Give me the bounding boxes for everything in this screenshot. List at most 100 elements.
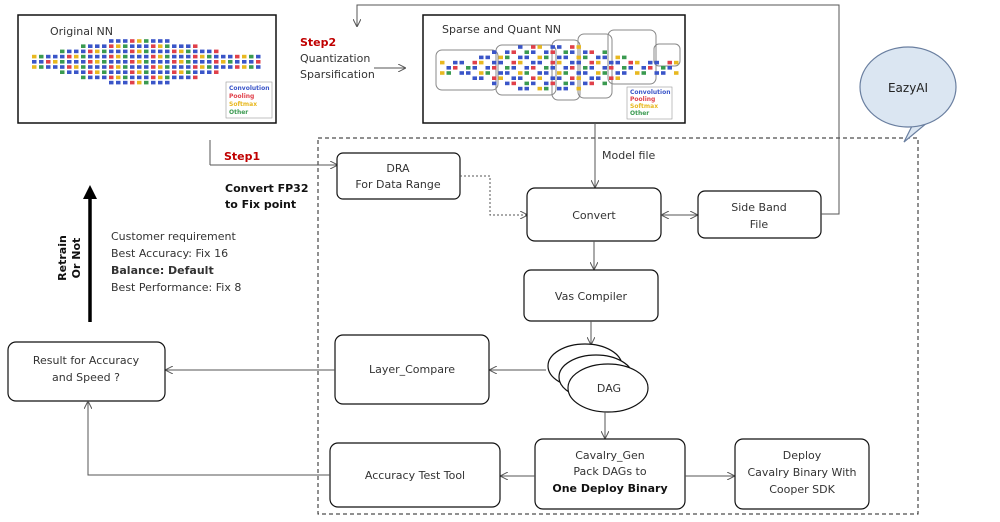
- nn-layer-block: [32, 65, 37, 69]
- nn-layer-block: [602, 71, 607, 75]
- nn-layer-block: [537, 55, 542, 60]
- nn-layer-block: [130, 54, 135, 59]
- convert-label: Convert: [572, 209, 616, 222]
- nn-layer-block: [505, 81, 510, 86]
- nn-layer-block: [81, 44, 86, 48]
- nn-layer-block: [186, 60, 191, 64]
- nn-layer-block: [123, 80, 128, 85]
- nn-layer-block: [524, 50, 529, 54]
- nn-layer-block: [492, 50, 497, 54]
- nn-layer-block: [440, 71, 445, 75]
- nn-layer-block: [137, 70, 142, 74]
- nn-layer-block: [123, 70, 128, 74]
- deploy-line2: Cavalry Binary With: [747, 466, 856, 479]
- nn-layer-block: [511, 60, 516, 65]
- nn-layer-block: [60, 65, 65, 69]
- nn-layer-block: [492, 76, 497, 80]
- nn-layer-block: [511, 76, 516, 80]
- nn-layer-block: [466, 66, 471, 70]
- nn-layer-block: [151, 49, 156, 54]
- nn-layer-block: [214, 65, 219, 69]
- nn-layer-block: [193, 65, 198, 69]
- nn-layer-block: [557, 71, 562, 75]
- nn-layer-block: [60, 54, 65, 59]
- original-nn-graphic: [32, 39, 261, 85]
- nn-layer-block: [32, 54, 37, 59]
- nn-layer-block: [221, 60, 226, 64]
- nn-layer-block: [576, 76, 581, 80]
- nn-layer-block: [74, 54, 79, 59]
- result-line2: and Speed ?: [52, 371, 120, 384]
- step1-label: Step1: [224, 150, 260, 163]
- nn-layer-block: [207, 54, 212, 59]
- nn-layer-block: [453, 60, 458, 65]
- vas-compiler-label: Vas Compiler: [555, 290, 628, 303]
- result-line1: Result for Accuracy: [33, 354, 140, 367]
- nn-layer-block: [130, 60, 135, 64]
- nn-layer-block: [109, 65, 114, 69]
- nn-layer-block: [576, 45, 581, 49]
- nn-layer-block: [641, 71, 646, 75]
- nn-layer-block: [615, 60, 620, 65]
- nn-layer-block: [563, 71, 568, 75]
- nn-layer-block: [102, 75, 107, 80]
- nn-layer-block: [88, 60, 93, 64]
- nn-layer-block: [32, 60, 37, 64]
- nn-layer-block: [109, 54, 114, 59]
- nn-layer-block: [570, 50, 575, 54]
- nn-layer-block: [46, 60, 51, 64]
- nn-layer-block: [158, 54, 163, 59]
- nn-layer-block: [235, 60, 240, 64]
- deploy-node: Deploy Cavalry Binary With Cooper SDK: [734, 438, 870, 510]
- nn-layer-block: [235, 65, 240, 69]
- accuracy-to-result-arrow: [88, 402, 330, 476]
- side-band-line2: File: [750, 218, 769, 231]
- nn-layer-block: [109, 49, 114, 54]
- nn-layer-block: [186, 44, 191, 48]
- nn-layer-block: [172, 54, 177, 59]
- nn-layer-block: [576, 86, 581, 91]
- convert-node: Convert: [526, 187, 662, 242]
- nn-layer-block: [524, 86, 529, 91]
- nn-layer-block: [144, 44, 149, 48]
- customer-requirement-title: Customer requirement: [111, 230, 236, 243]
- nn-layer-block: [137, 49, 142, 54]
- original-nn-panel: Original NN Convolution Pooling Softmax …: [17, 14, 277, 124]
- nn-layer-block: [609, 66, 614, 70]
- nn-layer-block: [537, 76, 542, 80]
- nn-layer-block: [596, 60, 601, 65]
- nn-layer-block: [654, 71, 659, 75]
- sparse-nn-graphic: [440, 45, 679, 91]
- nn-layer-block: [518, 86, 523, 91]
- nn-layer-block: [39, 60, 44, 64]
- nn-layer-block: [498, 60, 503, 65]
- nn-layer-block: [46, 65, 51, 69]
- nn-layer-block: [615, 55, 620, 60]
- nn-layer-block: [172, 75, 177, 80]
- nn-layer-block: [589, 50, 594, 54]
- nn-layer-block: [144, 49, 149, 54]
- nn-layer-block: [583, 55, 588, 60]
- nn-layer-block: [102, 44, 107, 48]
- nn-layer-block: [446, 71, 451, 75]
- nn-layer-block: [144, 65, 149, 69]
- nn-layer-block: [67, 49, 72, 54]
- nn-layer-block: [193, 60, 198, 64]
- nn-layer-block: [550, 45, 555, 49]
- nn-layer-block: [67, 70, 72, 74]
- nn-layer-block: [193, 70, 198, 74]
- nn-layer-block: [109, 80, 114, 85]
- legend-pooling: Pooling: [630, 96, 655, 103]
- nn-layer-block: [74, 60, 79, 64]
- nn-layer-block: [249, 54, 254, 59]
- nn-layer-block: [602, 50, 607, 54]
- nn-layer-block: [228, 60, 233, 64]
- nn-layer-block: [492, 60, 497, 65]
- nn-layer-block: [60, 60, 65, 64]
- nn-layer-block: [102, 70, 107, 74]
- sparse-nn-panel: Sparse and Quant NN Convolution Pooling …: [422, 14, 686, 124]
- nn-layer-block: [583, 50, 588, 54]
- nn-layer-block: [158, 75, 163, 80]
- nn-layer-block: [179, 44, 184, 48]
- nn-layer-block: [228, 54, 233, 59]
